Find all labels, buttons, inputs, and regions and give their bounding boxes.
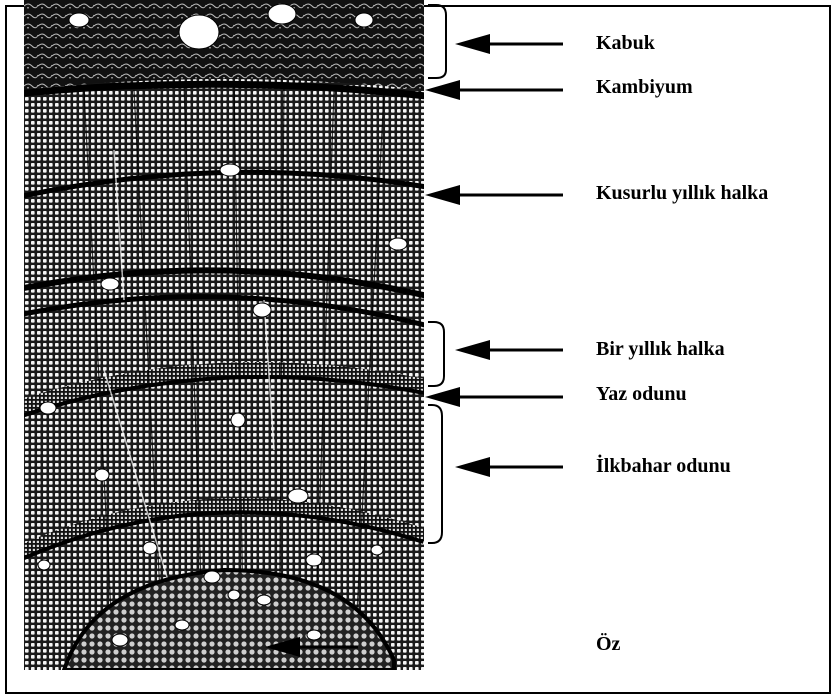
arrow-ilkbahar (455, 457, 563, 477)
arrow-kambiyum (425, 80, 563, 100)
arrow-oz (265, 637, 358, 657)
label-kambiyum: Kambiyum (596, 76, 693, 99)
arrow-yaz (425, 387, 563, 407)
label-bir-yillik-halka: Bir yıllık halka (596, 338, 725, 361)
label-yaz-odunu: Yaz odunu (596, 383, 687, 406)
arrow-kabuk (455, 34, 563, 54)
bracket-bir-yillik (428, 322, 444, 386)
label-kusurlu-yillik-halka: Kusurlu yıllık halka (596, 182, 768, 205)
arrow-kusurlu (425, 185, 563, 205)
label-oz: Öz (596, 633, 620, 656)
arrow-bir-yillik (455, 340, 563, 360)
bracket-kabuk (428, 5, 446, 78)
bracket-ilkbahar (428, 405, 442, 543)
label-kabuk: Kabuk (596, 32, 655, 55)
label-ilkbahar-odunu: İlkbahar odunu (596, 455, 731, 478)
